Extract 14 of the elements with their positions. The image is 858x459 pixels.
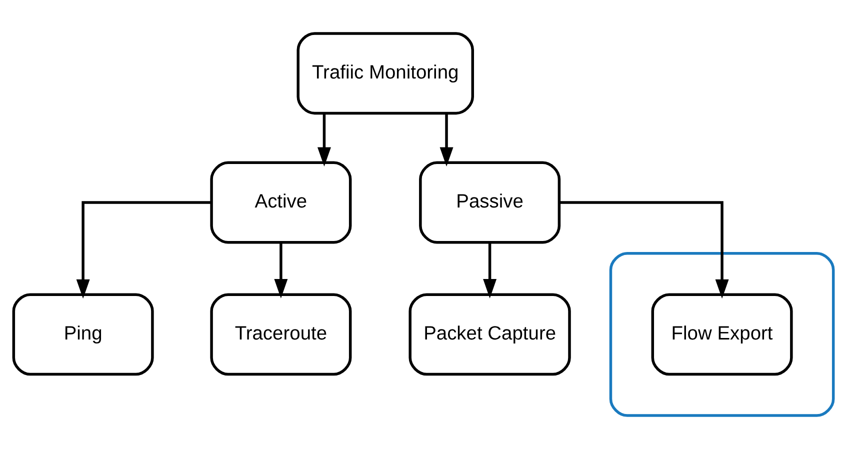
arrow: [560, 200, 729, 298]
node-box: Traceroute: [210, 292, 352, 376]
node-box: Flow Export: [651, 292, 793, 376]
node-box: Active: [210, 160, 352, 244]
arrow: [274, 242, 288, 298]
arrow: [483, 242, 497, 298]
node-box: Passive: [419, 160, 561, 244]
node-box: Packet Capture: [408, 292, 571, 376]
node-box: Ping: [12, 292, 154, 376]
arrow: [440, 113, 454, 166]
arrow: [317, 113, 331, 166]
node-box: Trafiic Monitoring: [296, 32, 474, 114]
arrow: [76, 200, 212, 298]
cluster: [609, 251, 835, 416]
